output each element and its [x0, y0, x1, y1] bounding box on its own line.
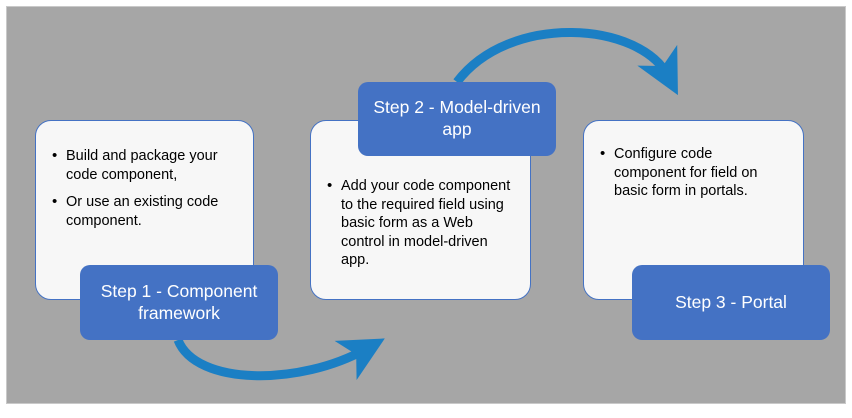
step-2-bullet-list: Add your code component to the required …	[327, 176, 512, 270]
step-2-card-body: Add your code component to the required …	[311, 121, 530, 284]
step-3-card-body: Configure code component for field on ba…	[584, 121, 803, 215]
step-1-bullet-1: Or use an existing code component.	[52, 192, 235, 230]
step-3-label: Step 3 - Portal	[632, 265, 830, 340]
step-2-label: Step 2 - Model-driven app	[358, 82, 556, 156]
step-1-label: Step 1 - Component framework	[80, 265, 278, 340]
step-2-bullet-0: Add your code component to the required …	[327, 176, 512, 270]
step-1-bullet-0: Build and package your code component,	[52, 146, 235, 184]
step-3-bullet-0: Configure code component for field on ba…	[600, 144, 785, 201]
step-1-card-body: Build and package your code component, O…	[36, 121, 253, 244]
step-1-bullet-list: Build and package your code component, O…	[52, 146, 235, 230]
step-3-bullet-list: Configure code component for field on ba…	[600, 144, 785, 201]
